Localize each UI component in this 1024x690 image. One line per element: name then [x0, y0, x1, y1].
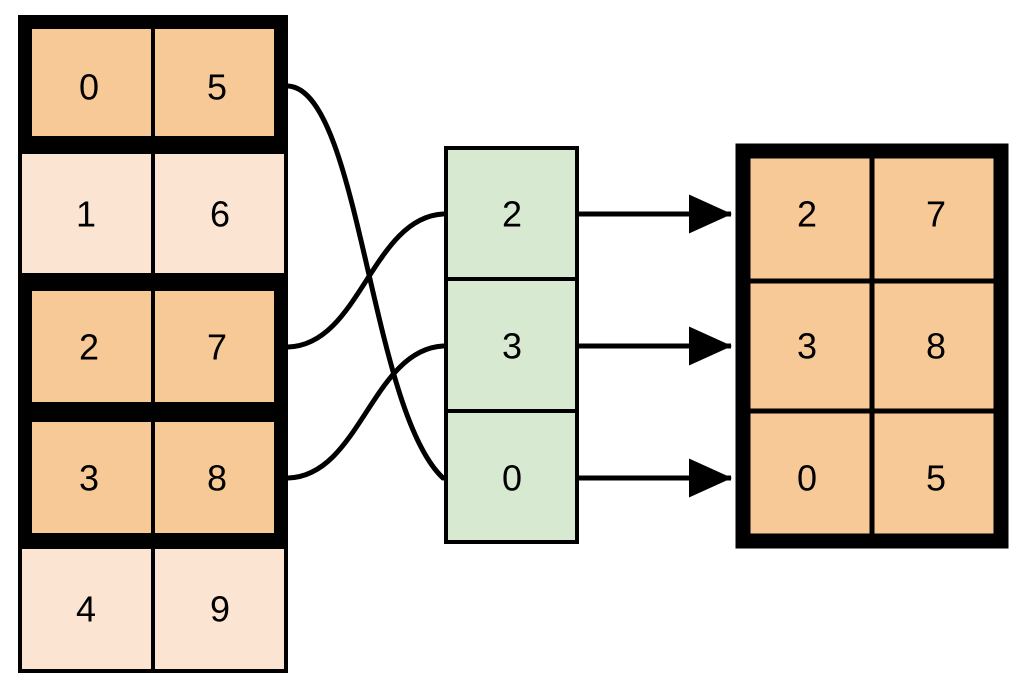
curve-source-row-2-to-index-0	[285, 211, 446, 350]
source-row-3[interactable]: 3 8	[18, 408, 288, 547]
curve-source-row-3-to-index-1	[285, 343, 446, 481]
connector-curves	[285, 83, 446, 481]
index-cell-0-box[interactable]	[444, 146, 579, 281]
result-row-0[interactable]: 2 7	[743, 151, 1001, 281]
index-array: 2 3 0	[444, 146, 579, 544]
result-arrows	[579, 194, 733, 498]
index-cell-2-box[interactable]	[444, 409, 579, 544]
source-row-2[interactable]: 2 7	[18, 277, 288, 416]
source-row-1[interactable]: 1 6	[18, 150, 288, 277]
curve-source-row-0-to-index-2	[285, 83, 446, 481]
result-array: 2 7 3 8 0 5	[735, 143, 1009, 549]
result-row-1[interactable]: 3 8	[743, 281, 1001, 411]
result-row-2[interactable]: 0 5	[743, 411, 1001, 541]
source-row-4[interactable]: 4 9	[18, 545, 288, 673]
index-cell-1-box[interactable]	[444, 277, 579, 413]
source-array: 0 5 1 6 2 7 3	[18, 15, 288, 673]
source-row-0[interactable]: 0 5	[18, 15, 288, 150]
